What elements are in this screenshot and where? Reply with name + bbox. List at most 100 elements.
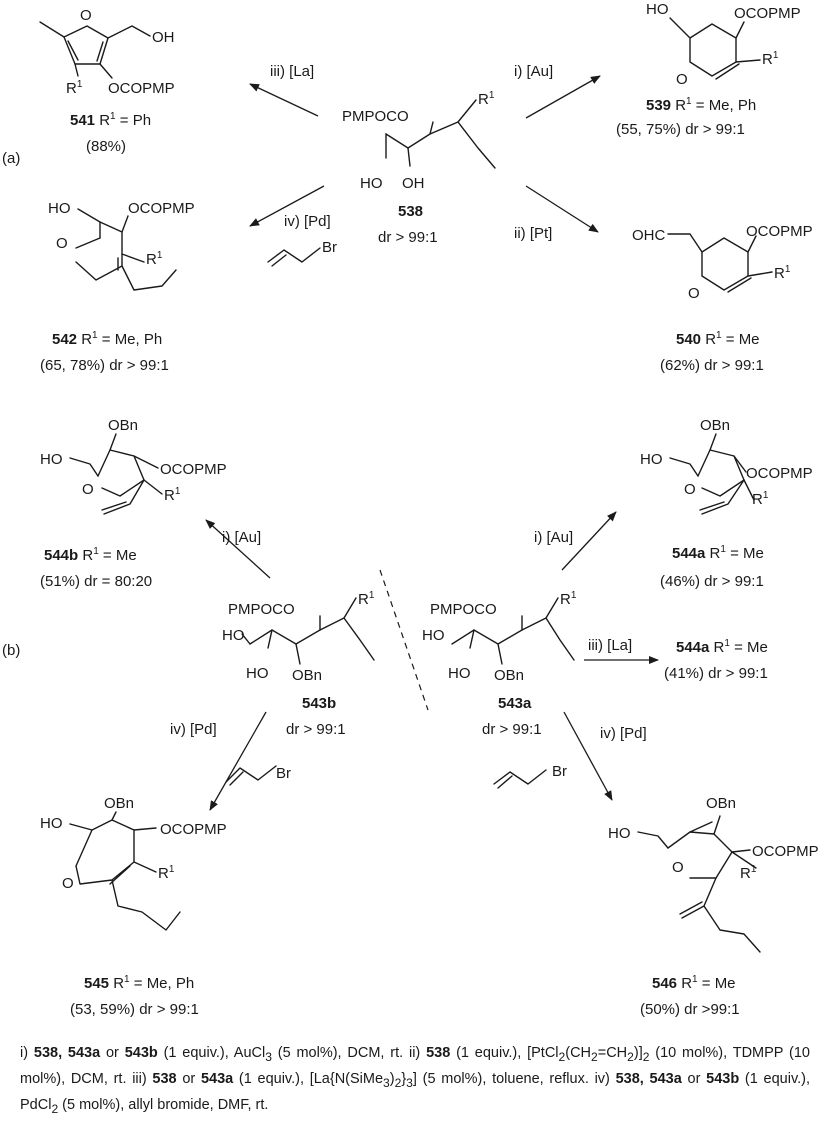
ester-label: OCOPMP xyxy=(160,821,227,838)
arrow-538-to-542 xyxy=(249,185,325,227)
caption-544a-mid: 544a R1 = Me xyxy=(676,638,768,656)
r1-label: R1 xyxy=(752,490,769,508)
allyl-bromide-structure xyxy=(225,765,277,783)
ester-label: OCOPMP xyxy=(752,843,819,860)
r1-label: R1 xyxy=(560,590,577,608)
dr-543b: dr > 99:1 xyxy=(286,721,346,738)
caption-542: 542 R1 = Me, Ph xyxy=(52,330,162,348)
arrow-543b-to-544b xyxy=(205,519,271,579)
reaction-scheme: (a) (b) O OH OCOPMP R1 541 R1 = Ph (88%)… xyxy=(2,1,819,1018)
structure-544b: HO OBn OCOPMP O R1 xyxy=(40,417,227,515)
r1-label: R xyxy=(66,80,77,97)
ring-oxygen: O xyxy=(56,235,68,252)
structure-546: HO OBn OCOPMP O R1 xyxy=(608,795,819,953)
yield-541: (88%) xyxy=(86,138,126,155)
allyl-bromide-structure xyxy=(493,769,547,785)
dr-538: dr > 99:1 xyxy=(378,229,438,246)
ester-label: PMPOCO xyxy=(342,108,409,125)
allyl-double-bond xyxy=(229,771,244,786)
structure-542: HO OCOPMP O R1 xyxy=(48,200,195,291)
caption-544b: 544b R1 = Me xyxy=(44,546,137,564)
r1-label: R1 xyxy=(146,250,163,268)
hydroxyl-label: HO xyxy=(360,175,383,192)
structure-538: PMPOCO R1 HO OH xyxy=(342,90,496,192)
hydroxyl-label: HO xyxy=(40,815,63,832)
structure-543a: PMPOCO R1 HO HO OBn xyxy=(422,590,577,684)
arrow-538-to-541 xyxy=(249,83,319,117)
hydroxyl-label: HO xyxy=(646,1,669,18)
yield-545: (53, 59%) dr > 99:1 xyxy=(70,1001,199,1018)
caption-544a-top: 544a R1 = Me xyxy=(672,544,764,562)
allyl-bromide-structure xyxy=(267,247,321,263)
structure-540: OHC OCOPMP O R1 xyxy=(632,223,813,302)
ester-label: OCOPMP xyxy=(746,465,813,482)
structure-543b: PMPOCO R1 HO HO OBn xyxy=(222,590,375,684)
arrow-543a-to-544a xyxy=(561,511,617,571)
hydroxyl-label: HO xyxy=(448,665,471,682)
benzyloxy-label: OBn xyxy=(108,417,138,434)
condition-la: iii) [La] xyxy=(270,63,314,80)
divider-line xyxy=(379,569,429,711)
benzyloxy-label: OBn xyxy=(292,667,322,684)
part-label-a: (a) xyxy=(2,150,20,167)
yield-542: (65, 78%) dr > 99:1 xyxy=(40,357,169,374)
r1-label: R1 xyxy=(478,90,495,108)
condition-au: i) [Au] xyxy=(514,63,553,80)
condition-pt: ii) [Pt] xyxy=(514,225,552,242)
benzyloxy-label: OBn xyxy=(494,667,524,684)
hydroxyl-label: OH xyxy=(152,29,175,46)
benzyloxy-label: OBn xyxy=(700,417,730,434)
ester-label: OCOPMP xyxy=(734,5,801,22)
condition-au-a: i) [Au] xyxy=(534,529,573,546)
ring-oxygen: O xyxy=(80,7,92,24)
r1-label: R1 xyxy=(762,50,779,68)
ester-label: OCOPMP xyxy=(746,223,813,240)
structure-541: O OH OCOPMP R1 xyxy=(39,7,175,97)
bromine-label: Br xyxy=(322,239,337,256)
hydroxyl-label: HO xyxy=(608,825,631,842)
caption-545: 545 R1 = Me, Ph xyxy=(84,974,194,992)
part-label-b: (b) xyxy=(2,642,20,659)
yield-546: (50%) dr >99:1 xyxy=(640,1001,740,1018)
bromine-label: Br xyxy=(276,765,291,782)
arrow-538-to-539 xyxy=(525,75,601,119)
ester-label: PMPOCO xyxy=(430,601,497,618)
structure-545: HO OBn OCOPMP O R1 xyxy=(40,795,227,931)
caption-546: 546 R1 = Me xyxy=(652,974,736,992)
r1-label: R1 xyxy=(358,590,375,608)
reaction-conditions-footnote: i) 538, 543a or 543b (1 equiv.), AuCl3 (… xyxy=(20,1045,810,1116)
caption-541: 541 R1 = Ph xyxy=(70,111,151,129)
ring-oxygen: O xyxy=(676,71,688,88)
r1-label: R1 xyxy=(740,864,757,882)
condition-pd: iv) [Pd] xyxy=(284,213,331,230)
bromine-label: Br xyxy=(552,763,567,780)
ring-oxygen: O xyxy=(82,481,94,498)
condition-pd-b: iv) [Pd] xyxy=(170,721,217,738)
label-543b: 543b xyxy=(302,695,336,712)
yield-539: (55, 75%) dr > 99:1 xyxy=(616,121,745,138)
dr-543a: dr > 99:1 xyxy=(482,721,542,738)
allyl-double-bond xyxy=(497,775,513,789)
hydroxyl-label: OH xyxy=(402,175,425,192)
r1-label: R1 xyxy=(158,864,175,882)
hydroxyl-label: HO xyxy=(48,200,71,217)
ring-oxygen: O xyxy=(684,481,696,498)
label-538: 538 xyxy=(398,203,423,220)
hydroxyl-label: HO xyxy=(40,451,63,468)
r1-label: R1 xyxy=(774,264,791,282)
ring-oxygen: O xyxy=(672,859,684,876)
hydroxyl-label: HO xyxy=(422,627,445,644)
ring-oxygen: O xyxy=(62,875,74,892)
yield-544a-mid: (41%) dr > 99:1 xyxy=(664,665,768,682)
label-543a: 543a xyxy=(498,695,532,712)
ester-label: OCOPMP xyxy=(108,80,175,97)
yield-540: (62%) dr > 99:1 xyxy=(660,357,764,374)
benzyloxy-label: OBn xyxy=(104,795,134,812)
benzyloxy-label: OBn xyxy=(706,795,736,812)
hydroxyl-label: HO xyxy=(222,627,245,644)
yield-544a-top: (46%) dr > 99:1 xyxy=(660,573,764,590)
hydroxyl-label: HO xyxy=(246,665,269,682)
r1-sup: 1 xyxy=(77,79,83,90)
condition-au-b: i) [Au] xyxy=(222,529,261,546)
ester-label: PMPOCO xyxy=(228,601,295,618)
